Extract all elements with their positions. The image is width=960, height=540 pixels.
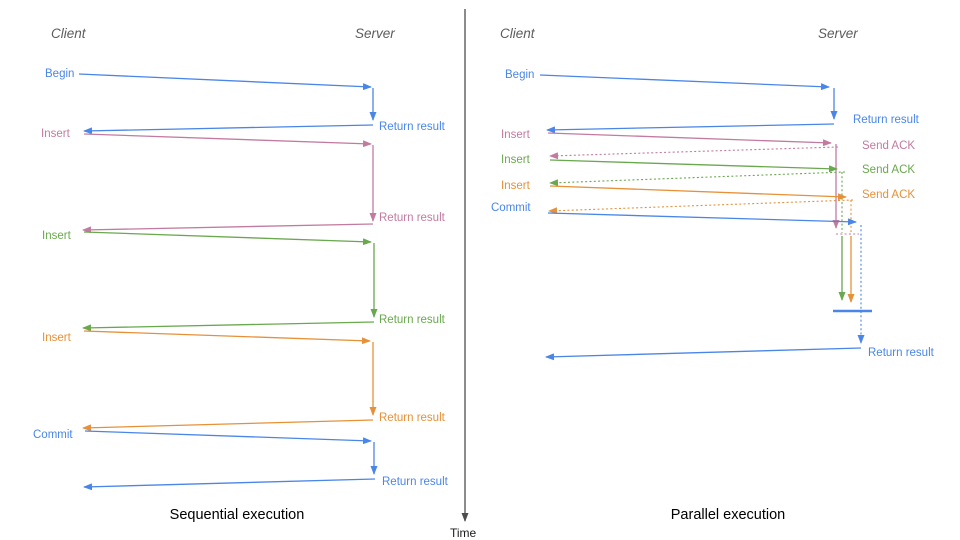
final-return-line <box>545 347 862 361</box>
request-line <box>549 159 838 173</box>
step-label: Insert <box>501 180 531 192</box>
step-label: Insert <box>501 154 531 166</box>
request-line <box>83 133 372 148</box>
return-line <box>82 223 374 234</box>
final-return-label: Return result <box>868 347 935 359</box>
step-label: Insert <box>42 230 72 242</box>
time-axis: Time <box>450 9 477 540</box>
response-label: Send ACK <box>862 140 915 152</box>
return-line <box>546 123 835 134</box>
request-line <box>83 231 372 246</box>
ack-line <box>549 171 846 187</box>
return-label: Return result <box>379 314 446 326</box>
step-label: Commit <box>33 429 73 441</box>
server-header: Server <box>818 26 858 41</box>
panel-parallel: Client Server Begin Return result Insert… <box>491 26 935 523</box>
server-header: Server <box>355 26 395 41</box>
request-line <box>547 212 857 226</box>
step-label: Commit <box>491 202 531 214</box>
ack-line <box>548 199 854 215</box>
return-label: Return result <box>379 412 446 424</box>
request-line <box>539 74 830 91</box>
request-line <box>78 73 372 91</box>
panel-title: Parallel execution <box>671 507 785 523</box>
response-label: Send ACK <box>862 189 915 201</box>
panel-sequential: Client Server Begin Return result Insert… <box>33 26 449 523</box>
step-label: Insert <box>501 129 531 141</box>
step-label: Insert <box>42 332 72 344</box>
request-line <box>547 132 832 147</box>
response-label: Return result <box>853 114 920 126</box>
step-label: Begin <box>45 68 74 80</box>
panel-title: Sequential execution <box>170 507 305 523</box>
time-axis-label: Time <box>450 526 477 540</box>
return-line <box>83 478 376 491</box>
request-line <box>549 185 847 201</box>
return-line <box>82 321 375 332</box>
return-label: Return result <box>382 476 449 488</box>
return-line <box>83 124 374 135</box>
return-label: Return result <box>379 121 446 133</box>
return-label: Return result <box>379 212 446 224</box>
ack-line <box>549 146 839 160</box>
client-header: Client <box>500 26 536 41</box>
request-line <box>84 430 372 445</box>
step-label: Insert <box>41 128 71 140</box>
step-label: Begin <box>505 69 534 81</box>
request-line <box>83 330 371 345</box>
response-label: Send ACK <box>862 164 915 176</box>
return-line <box>82 419 374 432</box>
client-header: Client <box>51 26 87 41</box>
